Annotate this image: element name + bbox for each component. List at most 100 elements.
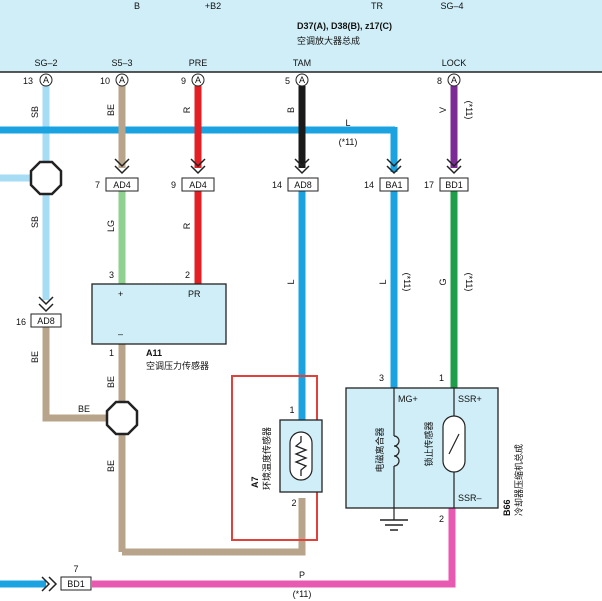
label-r-top: R (182, 106, 192, 113)
svg-text:9: 9 (171, 180, 176, 190)
label-v-note: (*11) (464, 101, 474, 120)
svg-text:AD4: AD4 (189, 180, 207, 190)
svg-text:2: 2 (439, 514, 444, 524)
svg-text:A: A (299, 75, 305, 85)
label-l-bus: L (345, 118, 350, 128)
connector-ad8-16: 16 AD8 (16, 296, 62, 328)
compressor-b66-code: B66 (502, 499, 512, 516)
svg-text:BA1: BA1 (385, 180, 402, 190)
svg-text:16: 16 (16, 317, 26, 327)
svg-text:17: 17 (424, 180, 434, 190)
label-be-top: BE (106, 104, 116, 116)
wire-be-ground (42, 326, 122, 422)
label-b: B (286, 107, 296, 113)
svg-text:AD8: AD8 (37, 316, 55, 326)
amplifier-panel (0, 0, 602, 72)
svg-text:7: 7 (95, 180, 100, 190)
svg-text:A: A (195, 75, 201, 85)
label-g-note: (*11) (464, 273, 474, 292)
label-v: V (438, 107, 448, 113)
label-sb-top: SB (30, 106, 40, 118)
pin-name-lock: LOCK (442, 58, 467, 68)
compressor-b66-name: 冷却器压缩机总成 (513, 444, 524, 516)
amplifier-subtitle: 空调放大器总成 (297, 35, 360, 46)
pin-badge-9: 9 A (181, 73, 205, 87)
svg-text:3: 3 (109, 270, 114, 280)
svg-text:A: A (451, 75, 457, 85)
connector-ba1-14: 14 BA1 (364, 158, 409, 192)
pin-badge-10: 10 A (100, 73, 129, 87)
wire-p (92, 508, 456, 588)
pin-name-sg2: SG–2 (34, 58, 57, 68)
label-be-a11: BE (106, 376, 116, 388)
svg-text:8: 8 (437, 76, 442, 86)
label-be-a11-low: BE (106, 460, 116, 472)
pin-badge-5: 5 A (285, 73, 309, 87)
svg-text:MG+: MG+ (398, 394, 418, 404)
connector-ad4-7: 7 AD4 (95, 158, 139, 192)
label-l-mg: L (378, 279, 388, 284)
label-lg: LG (106, 220, 116, 232)
svg-text:14: 14 (364, 180, 374, 190)
svg-text:–: – (118, 329, 123, 339)
svg-text:10: 10 (100, 76, 110, 86)
svg-text:PR: PR (188, 289, 201, 299)
pin-name-tam: TAM (293, 58, 311, 68)
svg-text:9: 9 (181, 76, 186, 86)
top-label-b2: +B2 (205, 1, 221, 11)
sensor-a11-name: 空调压力传感器 (146, 360, 209, 371)
label-r-bottom: R (182, 222, 192, 229)
svg-text:7: 7 (73, 564, 78, 574)
label-g: G (438, 278, 448, 285)
sensor-a7-code: A7 (250, 476, 260, 488)
label-p: P (299, 570, 305, 580)
svg-text:1: 1 (289, 405, 294, 415)
svg-text:2: 2 (291, 498, 296, 508)
svg-text:3: 3 (379, 373, 384, 383)
label-sb-mid: SB (30, 216, 40, 228)
pin-name-s53: S5–3 (111, 58, 132, 68)
svg-text:AD4: AD4 (113, 180, 131, 190)
label-l-bus-note: (*11) (339, 137, 358, 147)
wire-be-a7 (122, 498, 306, 556)
pin-badge-13: 13 A (23, 73, 53, 87)
connector-ad4-9: 9 AD4 (171, 158, 215, 192)
top-label-tr: TR (371, 1, 383, 11)
svg-text:BD1: BD1 (67, 579, 85, 589)
label-l-a7: L (286, 279, 296, 284)
label-be-horizontal: BE (78, 404, 90, 414)
label-p-note: (*11) (293, 589, 312, 599)
svg-text:2: 2 (185, 270, 190, 280)
label-be-left: BE (30, 351, 40, 363)
pin-name-pre: PRE (189, 58, 208, 68)
sensor-a11: 3 2 + PR – 1 A11 空调压力传感器 (91, 270, 227, 371)
svg-text:14: 14 (272, 180, 282, 190)
compressor-b66: 3 1 MG+ SSR+ SSR– 电磁离合器 锁止传感器 2 B66 冷却器压… (345, 373, 524, 531)
svg-text:BD1: BD1 (445, 180, 463, 190)
top-label-sg4: SG–4 (440, 1, 463, 11)
svg-text:1: 1 (439, 373, 444, 383)
lock-sensor-label: 锁止传感器 (423, 421, 434, 466)
sensor-a7: 1 2 A7 环境温度传感器 (231, 375, 323, 541)
connector-bd1-17: 17 BD1 (424, 158, 469, 192)
connector-ad8-14: 14 AD8 (272, 158, 319, 192)
junction-be (105, 400, 139, 436)
svg-text:1: 1 (109, 348, 114, 358)
svg-text:SSR+: SSR+ (458, 394, 482, 404)
amplifier-title: D37(A), D38(B), z17(C) (297, 21, 392, 31)
sensor-a7-name: 环境温度传感器 (261, 427, 272, 490)
sensor-a11-code: A11 (146, 348, 162, 358)
svg-text:+: + (118, 289, 123, 299)
pin-badge-8: 8 A (437, 73, 461, 87)
label-l-mg-note: (*11) (402, 273, 412, 292)
junction-sb (29, 160, 63, 196)
svg-text:13: 13 (23, 76, 33, 86)
top-label-b: B (134, 1, 140, 11)
clutch-label: 电磁离合器 (374, 427, 385, 472)
connector-bd1-7: 7 BD1 (41, 564, 92, 592)
svg-text:A: A (119, 75, 125, 85)
svg-text:AD8: AD8 (294, 180, 312, 190)
svg-text:A: A (43, 75, 49, 85)
svg-text:5: 5 (285, 76, 290, 86)
